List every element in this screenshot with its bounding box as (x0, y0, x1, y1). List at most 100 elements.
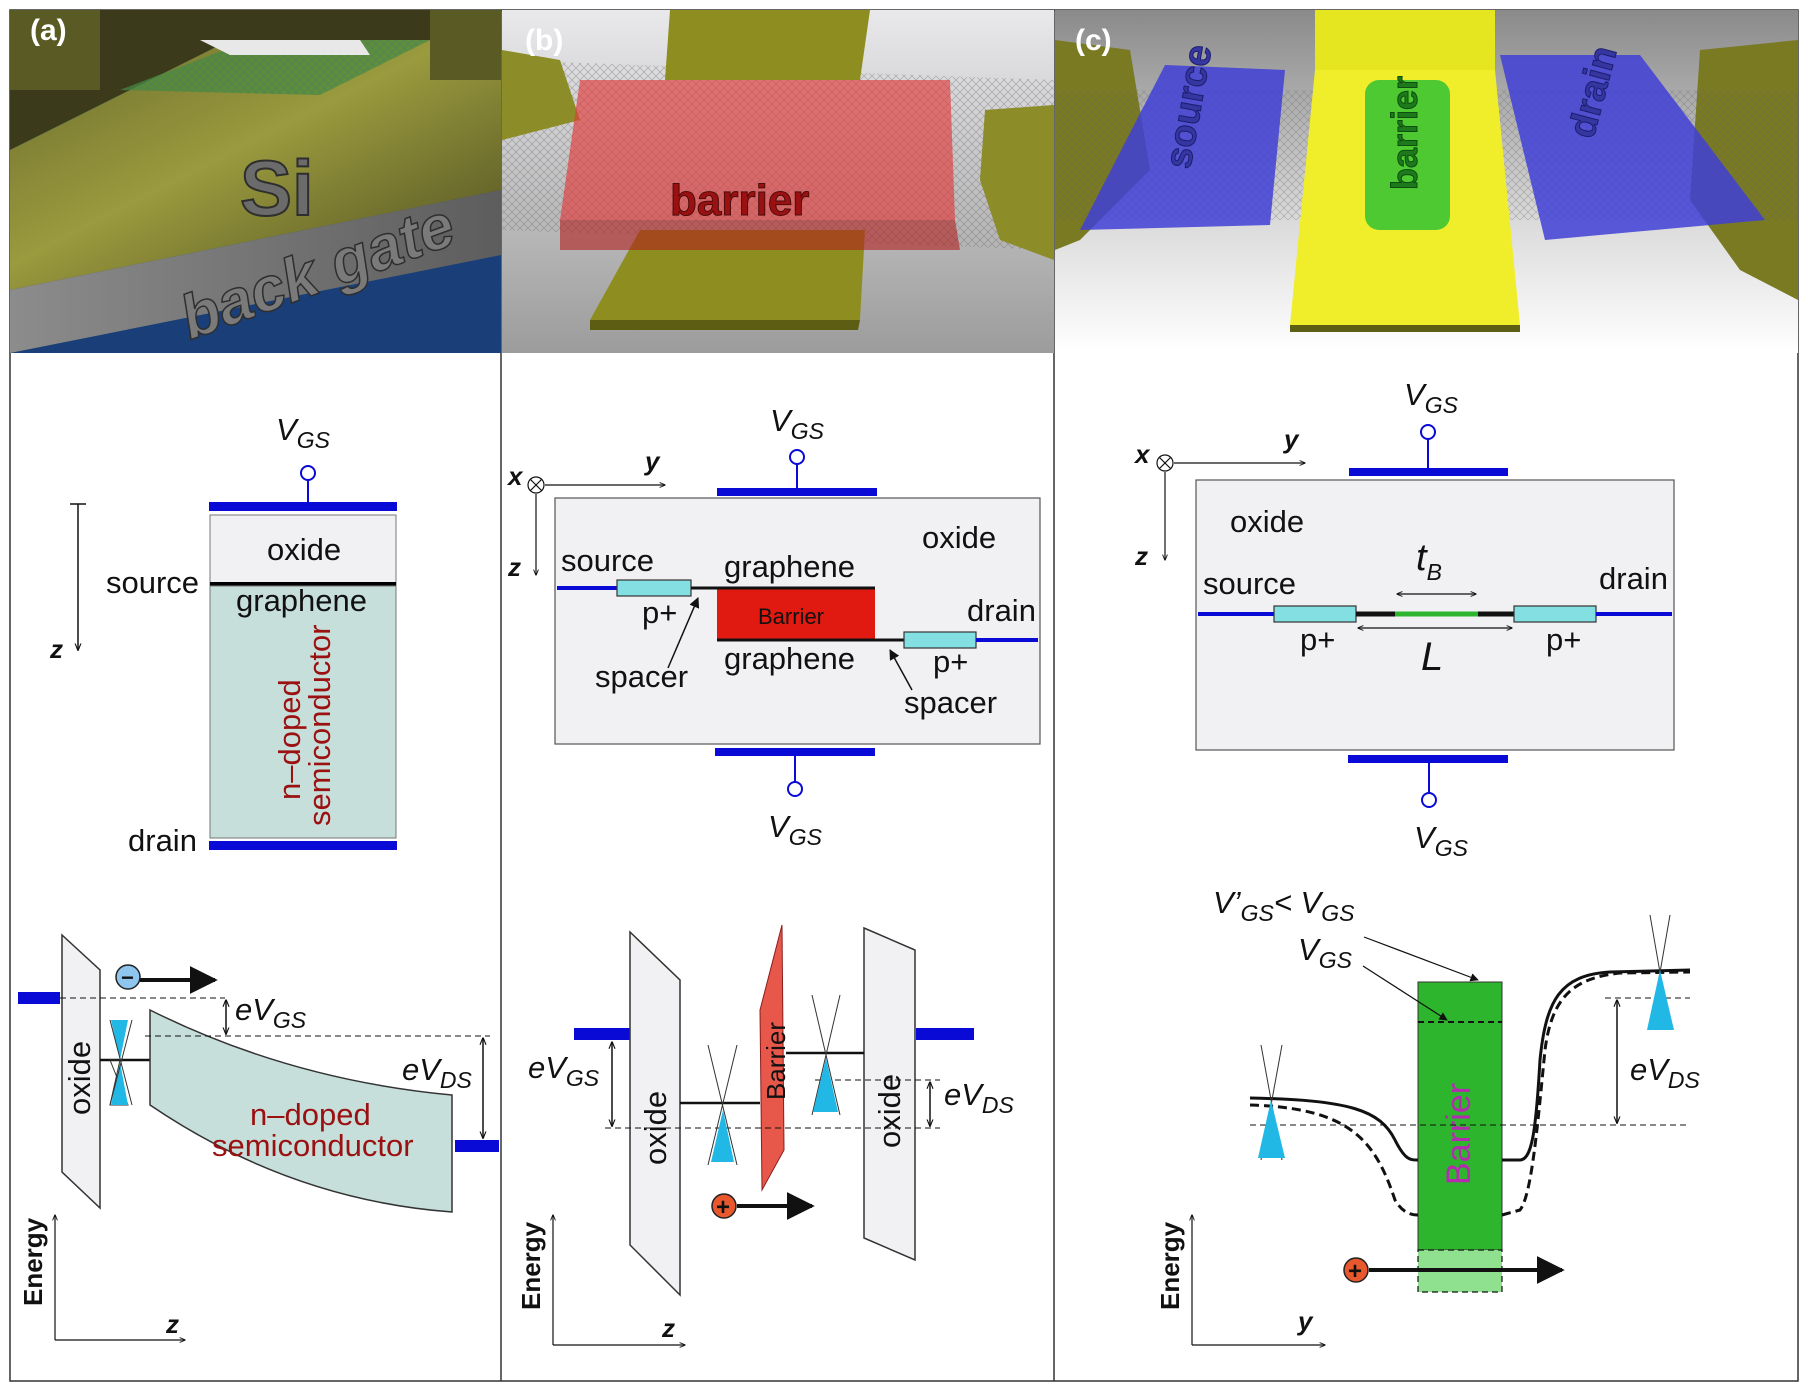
b-barrier-label: Barrier (758, 604, 824, 629)
c-hole-sign: + (1348, 1258, 1362, 1285)
a-electron (115, 964, 141, 990)
c-p-right (1513, 605, 1597, 623)
a-band-drain (455, 1140, 499, 1152)
a-z-label: z (49, 634, 63, 664)
a-band-semi-l2: semiconductor (212, 1128, 414, 1163)
render-barrier-text: barrier (670, 176, 809, 225)
a-band-oxide (61, 933, 101, 1210)
b-top-terminal (789, 449, 805, 465)
c-bottom-gate (1348, 755, 1508, 763)
a-eds-label: eVDS (402, 1052, 473, 1093)
c-oxide-label: oxide (1230, 504, 1304, 539)
render-si-text: Si (240, 144, 314, 232)
c-vgs-bot-label: VGS (1414, 820, 1469, 861)
a-vgs-label: VGS (276, 412, 331, 453)
b-hole-sign: + (716, 1194, 730, 1221)
c-p-left-label: p+ (1300, 622, 1335, 657)
b-band-oxide-right (863, 926, 916, 1262)
b-p-left-label: p+ (642, 595, 677, 630)
panel-b-band: oxide oxide Barrier eVGS eVDS + Energy z (516, 924, 1015, 1345)
b-p-right-label: p+ (933, 644, 968, 679)
panel-c-schematic: VGS oxide source drain tB p+ p+ L VGS x … (1133, 377, 1675, 861)
a-dirac-cone-upper (111, 1020, 128, 1060)
c-source-label: source (1203, 566, 1296, 601)
b-z-label: z (507, 552, 521, 582)
a-egs-label: eVGS (235, 992, 307, 1033)
c-dirac-cone-left (1258, 1100, 1285, 1158)
c-drain-label: drain (1599, 561, 1668, 596)
b-hole (711, 1193, 737, 1219)
b-graphene-bot-label: graphene (724, 641, 855, 676)
panel-b-schematic: VGS oxide Barrier source graphene p+ dra… (506, 403, 1041, 850)
c-length-label: L (1421, 635, 1443, 679)
a-band-z-label: z (165, 1309, 179, 1339)
b-bottom-gate (715, 748, 875, 756)
c-eds-label: eVDS (1630, 1052, 1701, 1093)
b-band-z-label: z (661, 1313, 675, 1343)
b-egs-label: eVGS (528, 1050, 600, 1091)
c-band-curve-solid (1249, 968, 1691, 1162)
c-energy-label: Energy (1155, 1221, 1185, 1310)
a-drain-label: drain (128, 823, 197, 858)
b-band-barrier-label: Barrier (761, 1022, 791, 1100)
b-drain-label: drain (967, 593, 1036, 628)
a-energy-label: Energy (18, 1217, 48, 1306)
c-vgs-band-label: VGS (1298, 932, 1353, 973)
c-vgs-top-label: VGS (1404, 377, 1459, 418)
b-spacer-right-label: spacer (904, 685, 997, 720)
b-y-label: y (643, 446, 661, 476)
panel-b-render: barrier (b) (502, 10, 1054, 353)
c-y-label: y (1282, 424, 1300, 454)
c-tb-label: tB (1416, 537, 1442, 585)
b-barrier-box (717, 588, 875, 640)
c-top-gate (1349, 468, 1508, 476)
a-graphene-label: graphene (236, 583, 367, 618)
render-barrier-c-text: barrier (1384, 76, 1425, 190)
b-vgs-bot-label: VGS (768, 809, 823, 850)
c-band-barrier-label: Barrier (1440, 1083, 1478, 1185)
panel-a-render: (a) Si back gate (10, 10, 501, 354)
panel-c-band: V’GS< VGS VGS Barrier eVDS + Energy y (1155, 885, 1701, 1345)
panel-a-schematic: VGS oxide source graphene n–doped semico… (49, 412, 397, 858)
c-band-y-label: y (1296, 1306, 1314, 1336)
b-x-label: x (506, 461, 524, 491)
b-band-oxide-right-label: oxide (872, 1074, 907, 1148)
a-band-oxide-label: oxide (62, 1041, 97, 1115)
a-electron-sign: − (121, 965, 134, 990)
a-semi-line1: n–doped (272, 679, 307, 800)
b-band-oxide-left (629, 930, 681, 1297)
c-band-curve-dashed (1249, 970, 1691, 1217)
a-oxide-box (209, 514, 397, 586)
b-p-left (616, 579, 692, 597)
c-top-terminal (1420, 424, 1436, 440)
panel-c-render: source barrier drain (c) (1055, 10, 1798, 353)
a-dirac-cone (111, 1062, 128, 1105)
b-oxide-label: oxide (922, 520, 996, 555)
c-bottom-terminal (1421, 792, 1437, 808)
c-p-left (1273, 605, 1357, 623)
b-band-gate-left (574, 1028, 630, 1040)
a-gate-electrode (209, 502, 397, 511)
b-band-gate-right (916, 1028, 974, 1040)
c-condition-label: V’GS< VGS (1213, 885, 1355, 926)
a-semi-line2: semiconductor (302, 624, 337, 826)
c-z-label: z (1134, 541, 1148, 571)
c-x-label: x (1133, 439, 1151, 469)
panel-b-tag: (b) (525, 24, 563, 57)
c-band-barrier (1417, 981, 1503, 1251)
b-dirac-cone-right (813, 1058, 838, 1112)
a-oxide-label: oxide (267, 532, 341, 567)
a-band-semiconductor (149, 1008, 453, 1213)
a-band-semi-l1: n–doped (250, 1097, 371, 1132)
b-spacer-left-label: spacer (595, 659, 688, 694)
a-semiconductor-box (209, 585, 397, 839)
b-energy-label: Energy (516, 1221, 546, 1310)
b-eds-label: eVDS (944, 1077, 1015, 1118)
a-band-gate (18, 992, 60, 1004)
panel-a-tag: (a) (30, 14, 67, 47)
panel-c-tag: (c) (1075, 24, 1112, 57)
c-hole (1343, 1257, 1369, 1283)
b-top-gate (717, 488, 877, 496)
c-dirac-cone-right (1647, 970, 1674, 1030)
b-source-label: source (561, 543, 654, 578)
